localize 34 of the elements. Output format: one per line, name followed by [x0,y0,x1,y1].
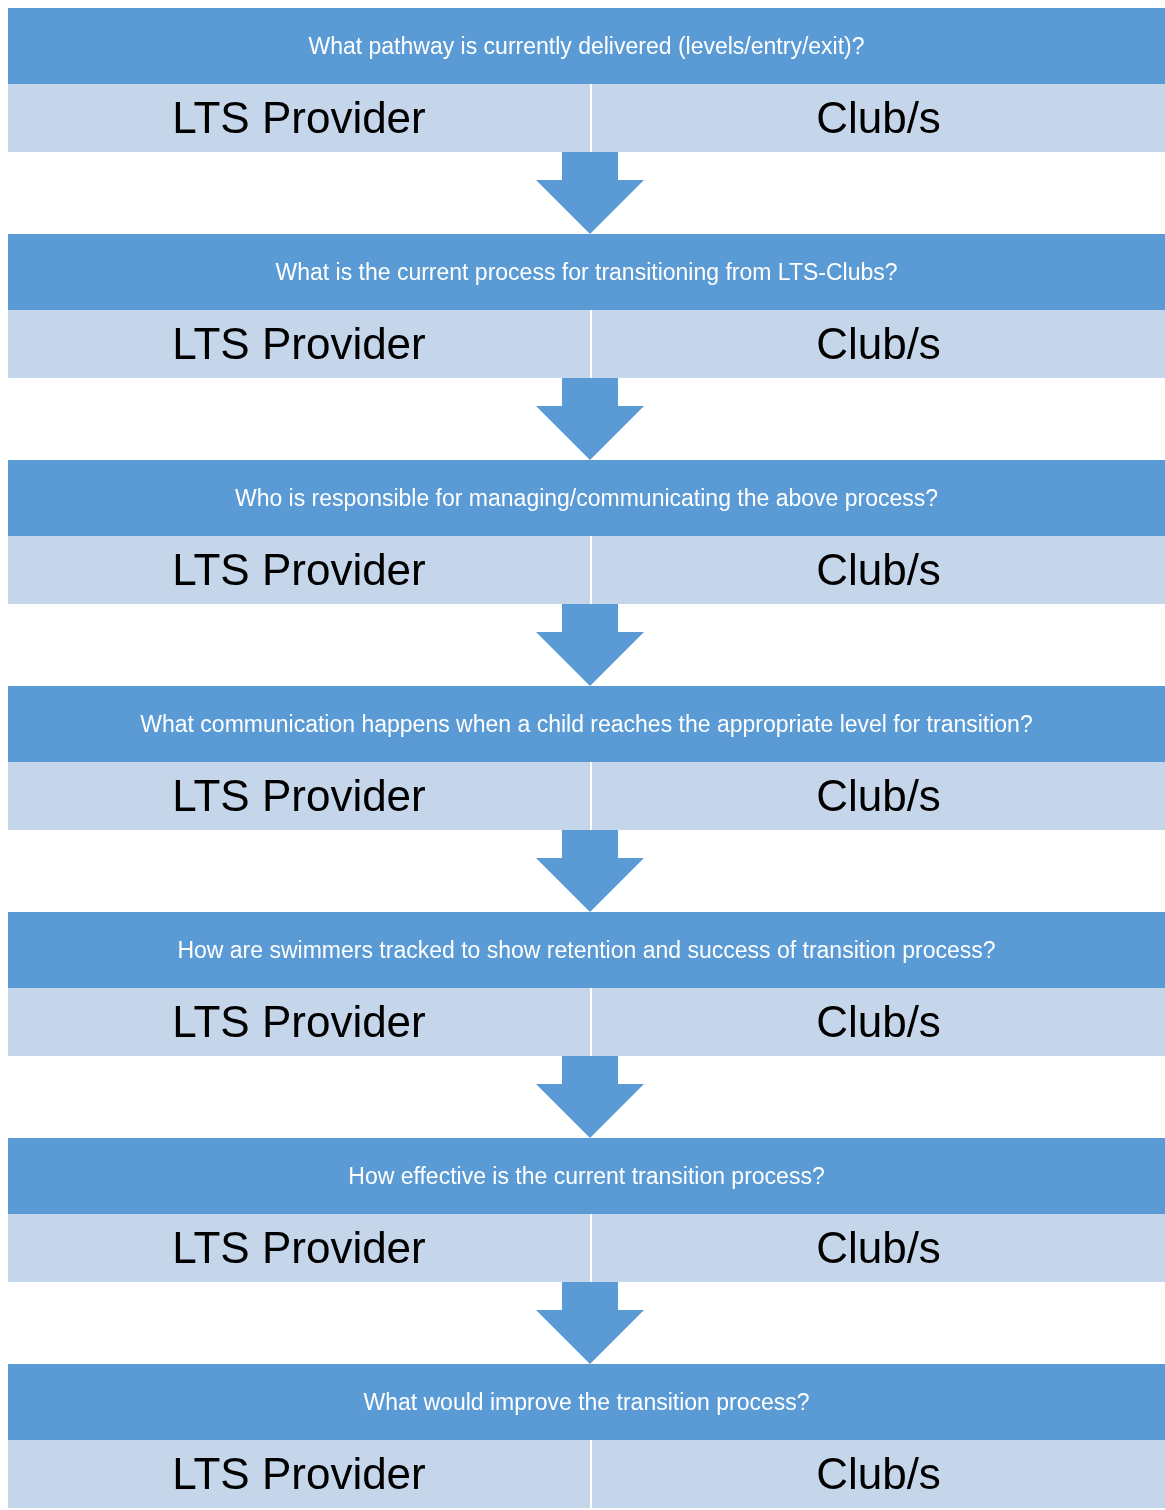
role-cell: LTS Provider [8,1214,590,1282]
step-panel [8,686,1165,830]
down-arrow [536,152,644,234]
role-cell: LTS Provider [8,310,590,378]
question-text: What is the current process for transitioning from LTS-Clubs? [275,257,898,287]
role-cell: LTS Provider [8,762,590,830]
step-panel [8,1138,1165,1282]
role-cell: LTS Provider [8,84,590,152]
question-text: How effective is the current transition process? [348,1161,825,1191]
step-panel [8,1364,1165,1508]
question-text: Who is responsible for managing/communicating the above process? [234,483,939,513]
question-text: What would improve the transition process? [363,1387,810,1417]
question-text: What pathway is currently delivered (levels/entry/exit)? [308,31,865,61]
role-cell: LTS Provider [8,988,590,1056]
role-cell: Club/s [592,762,1165,830]
step-panel [8,460,1165,604]
down-arrow [536,604,644,686]
role-cell: LTS Provider [8,1440,590,1508]
step-panel [8,8,1165,152]
question-text: What communication happens when a child reaches the appropriate level for transition? [140,709,1033,739]
step-panel [8,912,1165,1056]
role-cell: Club/s [592,84,1165,152]
role-cell: LTS Provider [8,536,590,604]
role-cell: Club/s [592,1440,1165,1508]
role-cell: Club/s [592,536,1165,604]
down-arrow [536,830,644,912]
question-text: How are swimmers tracked to show retention and success of transition process? [177,935,996,965]
down-arrow [536,378,644,460]
down-arrow [536,1056,644,1138]
role-cell: Club/s [592,988,1165,1056]
role-cell: Club/s [592,310,1165,378]
role-cell: Club/s [592,1214,1165,1282]
down-arrow [536,1282,644,1364]
step-panel [8,234,1165,378]
